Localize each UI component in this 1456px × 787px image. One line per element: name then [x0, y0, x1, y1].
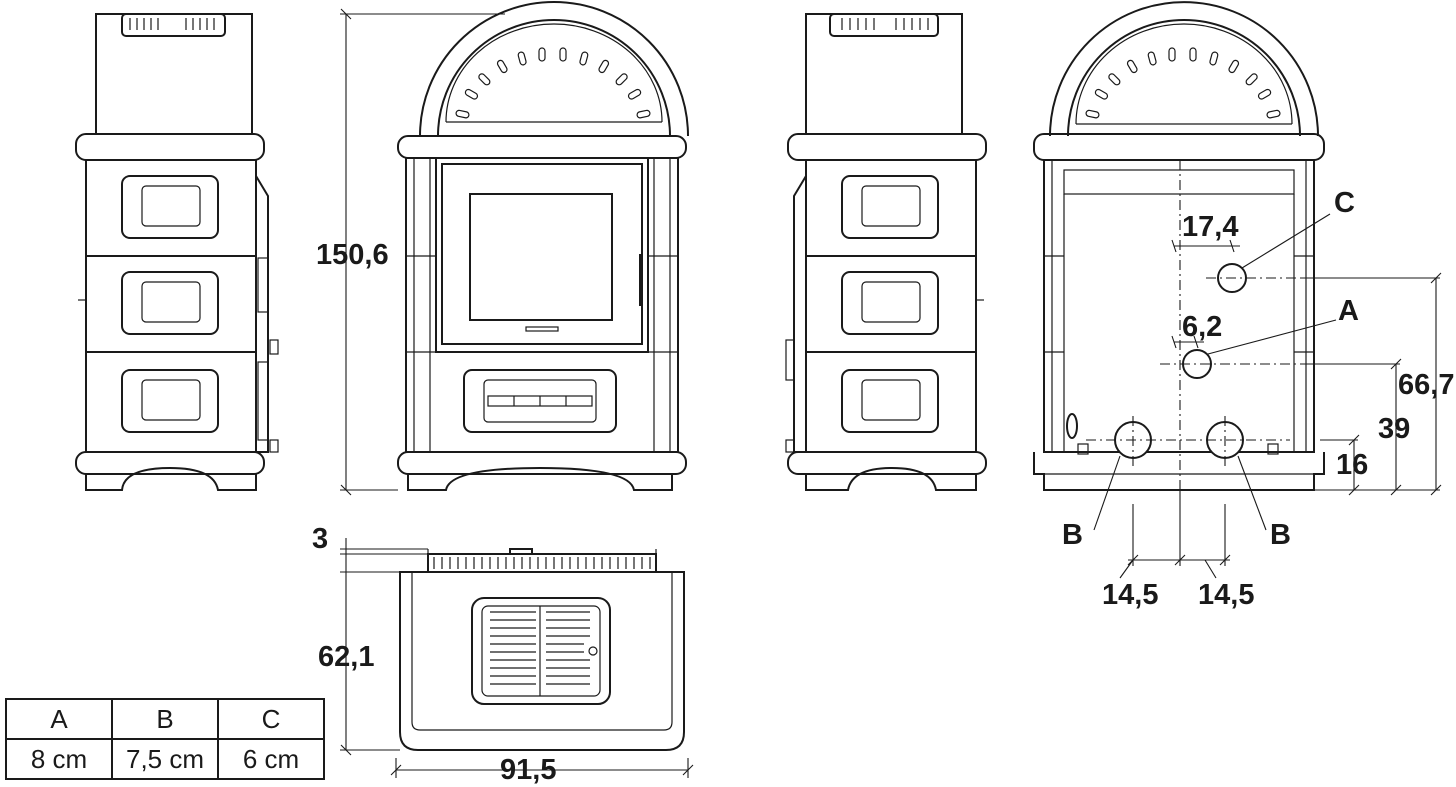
dim-b-left-offset: 14,5 — [1102, 579, 1158, 611]
side-view-left — [75, 13, 279, 491]
dim-b-right-offset: 14,5 — [1198, 579, 1254, 611]
table-header-cell: B — [111, 698, 219, 740]
table-header-cell: C — [217, 698, 325, 740]
table-header-row: A B C — [5, 698, 325, 740]
rear-view — [1033, 1, 1325, 491]
dim-width: 91,5 — [500, 754, 556, 786]
top-view — [399, 548, 685, 751]
callout-b-right: B — [1270, 519, 1291, 551]
dim-c-offset: 17,4 — [1182, 211, 1238, 243]
table-cell: 6 cm — [217, 738, 325, 780]
dim-a-offset: 6,2 — [1182, 311, 1222, 343]
dim-top-offset: 3 — [312, 523, 328, 555]
table-row: 8 cm 7,5 cm 6 cm — [5, 738, 325, 780]
dim-height-total: 150,6 — [316, 239, 389, 271]
top-door-louvers — [490, 611, 590, 685]
dimension-lines — [340, 8, 1442, 778]
rear-arch-vents — [1085, 47, 1281, 119]
table-cell: 8 cm — [5, 738, 113, 780]
outlet-size-table: A B C 8 cm 7,5 cm 6 cm — [5, 698, 325, 780]
callout-a: A — [1338, 295, 1359, 327]
dim-depth: 62,1 — [318, 641, 374, 673]
arch-vents — [455, 47, 651, 119]
table-header-cell: A — [5, 698, 113, 740]
side-view-right — [785, 13, 987, 491]
front-view — [397, 1, 689, 491]
dim-a-height: 39 — [1378, 413, 1410, 445]
dim-b-height: 16 — [1336, 449, 1368, 481]
dim-c-height: 66,7 — [1398, 369, 1454, 401]
top-grille — [433, 557, 651, 569]
callout-c: C — [1334, 187, 1355, 219]
table-cell: 7,5 cm — [111, 738, 219, 780]
callout-b-left: B — [1062, 519, 1083, 551]
